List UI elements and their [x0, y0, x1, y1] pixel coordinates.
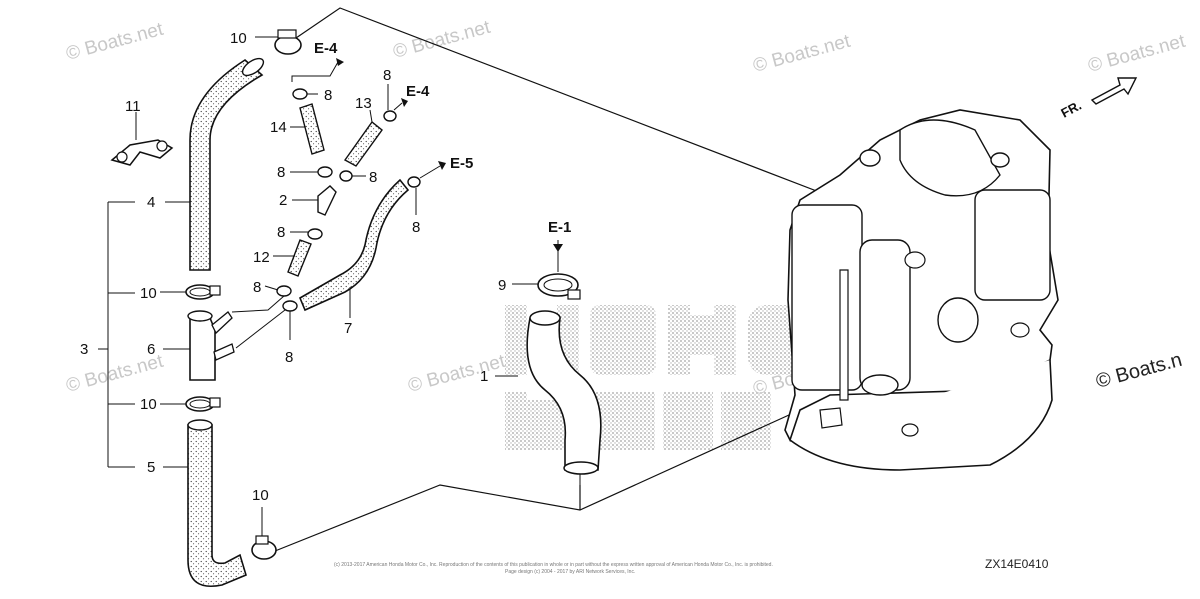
engine-assembly: [784, 109, 1059, 471]
clamp-9: [512, 240, 581, 300]
clamp-8-b: [383, 84, 397, 122]
clamps-8: [231, 84, 421, 349]
callout-1: 1: [480, 368, 488, 385]
callout-8-c: 8: [277, 164, 285, 181]
hose-5: [163, 419, 247, 587]
callout-10-lower: 10: [140, 396, 157, 413]
callout-9: 9: [498, 277, 506, 294]
watermark-top-far-right: © Boats.net: [1086, 31, 1188, 77]
hose-13: [343, 109, 383, 167]
clamp-10-top: [255, 29, 302, 55]
callout-10-upper: 10: [140, 285, 157, 302]
hose-12: [273, 239, 312, 277]
callout-6: 6: [147, 341, 155, 358]
callout-8-d: 8: [369, 169, 377, 186]
callout-14: 14: [270, 119, 287, 136]
callout-3: 3: [80, 341, 88, 358]
callout-8-b: 8: [383, 67, 391, 84]
svg-text:E-4: E-4: [314, 40, 338, 57]
watermark-mid-center: © Boats.net: [406, 351, 508, 397]
bracket-11: [110, 112, 174, 166]
joint-2: [292, 185, 337, 216]
hose-4: [165, 57, 265, 271]
callout-10-bottom: 10: [252, 487, 269, 504]
callout-5: 5: [147, 459, 155, 476]
clamp-10-upper: [160, 284, 221, 300]
reference-e4-right: E-4: [393, 83, 430, 111]
diagram-code: ZX14E0410: [985, 557, 1049, 571]
clamp-10-lower: [160, 396, 221, 412]
svg-text:E-4: E-4: [406, 83, 430, 100]
front-label: FR.: [1058, 98, 1084, 121]
callout-8-g: 8: [253, 279, 261, 296]
callout-13: 13: [355, 95, 372, 112]
clamp-8-a: [292, 88, 318, 100]
callout-numbers: 10 11 4 10 3 6 10 5 10 8 8 13 14 8 8 2 8…: [80, 30, 506, 504]
watermark-right-edge: © Boats.n: [1094, 349, 1185, 393]
clamp-8-d: [339, 170, 366, 182]
hose-7: [298, 178, 410, 318]
hose-14: [290, 103, 325, 155]
svg-text:E-1: E-1: [548, 219, 571, 236]
callout-12: 12: [253, 249, 270, 266]
leader-lines: [269, 7, 841, 554]
front-direction-arrow: FR.: [1058, 77, 1138, 121]
callout-8-a: 8: [324, 87, 332, 104]
joint-6: [163, 310, 235, 381]
clamp-8-g: [231, 285, 292, 313]
clamp-8-c: [290, 166, 333, 178]
callout-11: 11: [125, 98, 141, 115]
copyright-line-2: Page design (c) 2004 - 2017 by ARI Netwo…: [505, 569, 635, 575]
watermark-top-mid: © Boats.net: [391, 17, 493, 63]
hose-1: [495, 310, 602, 485]
clamp-8-e: [407, 176, 421, 215]
reference-e5: E-5: [419, 155, 473, 179]
callout-7: 7: [344, 320, 352, 337]
callout-8-h: 8: [285, 349, 293, 366]
callout-10-top: 10: [230, 30, 247, 47]
clamp-8-h: [235, 300, 298, 349]
callout-4: 4: [147, 194, 155, 211]
reference-e4-top: E-4: [291, 40, 344, 82]
callout-2: 2: [279, 192, 287, 209]
callout-8-f: 8: [277, 224, 285, 241]
watermark-top-right: © Boats.net: [751, 31, 853, 77]
copyright-line-1: (c) 2013-2017 American Honda Motor Co., …: [334, 562, 773, 568]
bracket-3: [98, 201, 135, 468]
clamp-8-f: [290, 228, 323, 240]
watermark-top-left: © Boats.net: [64, 19, 166, 65]
svg-text:E-5: E-5: [450, 155, 473, 172]
callout-8-e: 8: [412, 219, 420, 236]
clamp-10-bottom: [251, 507, 277, 560]
reference-e1: E-1: [548, 219, 571, 252]
